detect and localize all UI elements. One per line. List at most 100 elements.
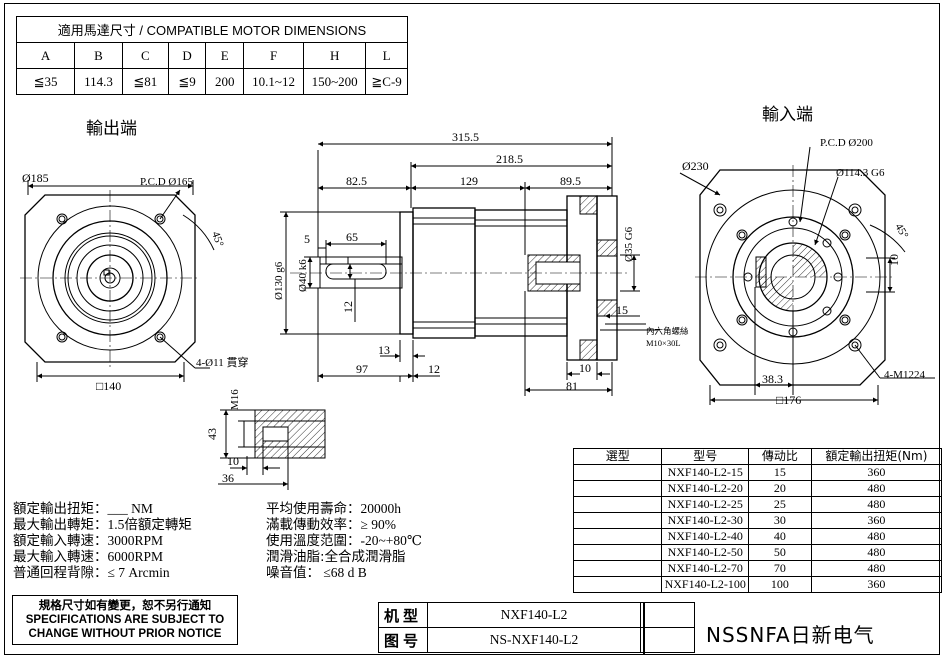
dim-m16: M16 (229, 389, 241, 410)
model-header: 型号 (661, 448, 750, 465)
spec-value: ≥ 90% (360, 517, 397, 532)
compat-value: 10.1~12 (243, 68, 305, 95)
notice-line: SPECIFICATIONS ARE SUBJECT TO (25, 614, 225, 626)
ratio-cell: 20 (748, 480, 812, 497)
screw-spec: M10×30L (646, 338, 681, 348)
model-cell: NXF140-L2-20 (661, 480, 750, 497)
model-cell: NXF140-L2-70 (661, 560, 750, 577)
select-cell (572, 480, 663, 497)
dim-12b: 12 (428, 362, 440, 376)
drawing-value: NS-NXF140-L2 (427, 627, 641, 653)
spec-change-notice: 規格尺寸如有變更，恕不另行通知 SPECIFICATIONS ARE SUBJE… (12, 595, 238, 645)
blank-cell (640, 627, 695, 653)
torque-cell: 480 (810, 560, 942, 577)
ratio-cell: 100 (748, 576, 812, 593)
dim-10b: 10 (227, 454, 239, 468)
dim-5: 5 (304, 232, 310, 246)
spec-label: 滿載傳動效率： (266, 517, 361, 533)
dim-d40: Ø40 k6 (297, 259, 309, 292)
compat-value: ≦35 (15, 68, 76, 95)
specs-right: 平均使用壽命：20000h 滿載傳動效率：≥ 90% 使用溫度范圍：-20~+8… (266, 501, 422, 581)
torque-cell: 480 (810, 544, 942, 561)
torque-cell: 360 (810, 576, 942, 593)
compat-header-row: A B C D E F H L (15, 42, 408, 69)
dim-m12b: 24 (914, 369, 926, 381)
dim-13: 13 (378, 343, 390, 357)
spec-value: ≤ 7 Arcmin (107, 565, 170, 580)
spec-label: 最大輸入轉速： (13, 549, 108, 565)
dim-d114-3: Ø114.3 G6 (836, 167, 885, 179)
spec-value: 6000RPM (107, 549, 164, 564)
input-end-view (679, 146, 935, 405)
side-view (280, 137, 660, 396)
dim-d185: Ø185 (22, 171, 49, 185)
screw-label: 內六角螺絲 (646, 326, 689, 337)
dim-36: 36 (222, 471, 234, 485)
dim-holes: 4-Ø11 貫穿 (196, 355, 248, 369)
select-cell (572, 560, 663, 577)
compat-value: 114.3 (74, 68, 123, 95)
dim-89-5: 89.5 (560, 174, 581, 188)
shaft-detail (218, 409, 326, 490)
spec-label: 最大輸出轉矩： (13, 517, 108, 533)
torque-cell: 480 (810, 496, 942, 513)
dim-65: 65 (346, 230, 358, 244)
title-block-divider (643, 602, 645, 655)
model-cell: NXF140-L2-40 (661, 528, 750, 545)
spec-value: ___ NM (107, 501, 153, 516)
dim-12: 12 (341, 301, 355, 313)
ratio-cell: 50 (748, 544, 812, 561)
dim-129: 129 (460, 174, 478, 188)
ratio-cell: 30 (748, 512, 812, 529)
spec-label: 使用溫度范圍： (266, 533, 361, 549)
drawing-frame (4, 3, 940, 655)
spec-label: 潤滑油脂: (266, 549, 325, 565)
notice-line: CHANGE WITHOUT PRIOR NOTICE (28, 628, 222, 640)
select-cell (572, 576, 663, 593)
dim-m12: 4-M12 (884, 369, 914, 381)
spec-value: 20000h (360, 501, 402, 516)
dim-angle45b: 45° (892, 222, 910, 241)
ratio-cell: 15 (748, 464, 812, 481)
torque-cell: 480 (810, 528, 942, 545)
title-block: 机型 NXF140-L2 图号 NS-NXF140-L2 (378, 602, 695, 653)
dim-82-5: 82.5 (346, 174, 367, 188)
torque-cell: 360 (810, 464, 942, 481)
dim-81: 81 (566, 379, 578, 393)
model-value: NXF140-L2 (427, 602, 641, 628)
spec-value: 3000RPM (107, 533, 164, 548)
dim-pcd200: P.C.D Ø200 (820, 137, 873, 149)
torque-cell: 480 (810, 480, 942, 497)
dim-angle45a: 45° (209, 230, 226, 249)
select-cell (572, 464, 663, 481)
dim-sq140: □140 (96, 379, 121, 393)
dim-315-5: 315.5 (452, 130, 479, 144)
ratio-cell: 40 (748, 528, 812, 545)
ratio-cell: 70 (748, 560, 812, 577)
compat-value: 150~200 (303, 68, 367, 95)
compat-value: 200 (205, 68, 245, 95)
torque-cell: 360 (810, 512, 942, 529)
output-end-label: 輸出端 (86, 119, 137, 139)
dim-d35: Ø35 G6 (623, 226, 635, 262)
dim-218-5: 218.5 (496, 152, 523, 166)
compat-header: E (205, 42, 245, 69)
spec-label: 平均使用壽命： (266, 501, 361, 517)
compat-header: H (303, 42, 367, 69)
dim-sq176: □176 (776, 393, 801, 407)
compat-header: F (243, 42, 305, 69)
dim-pcd165: P.C.D Ø165 (140, 176, 193, 188)
select-cell (572, 528, 663, 545)
dim-d230: Ø230 (682, 159, 709, 173)
dim-10: 10 (579, 361, 591, 375)
dim-38-3: 38.3 (762, 372, 783, 386)
spec-value: ： ≤68 d B (306, 565, 367, 580)
spec-label: 額定輸出扭矩： (13, 501, 108, 517)
drawing-label: 图号 (378, 627, 428, 653)
